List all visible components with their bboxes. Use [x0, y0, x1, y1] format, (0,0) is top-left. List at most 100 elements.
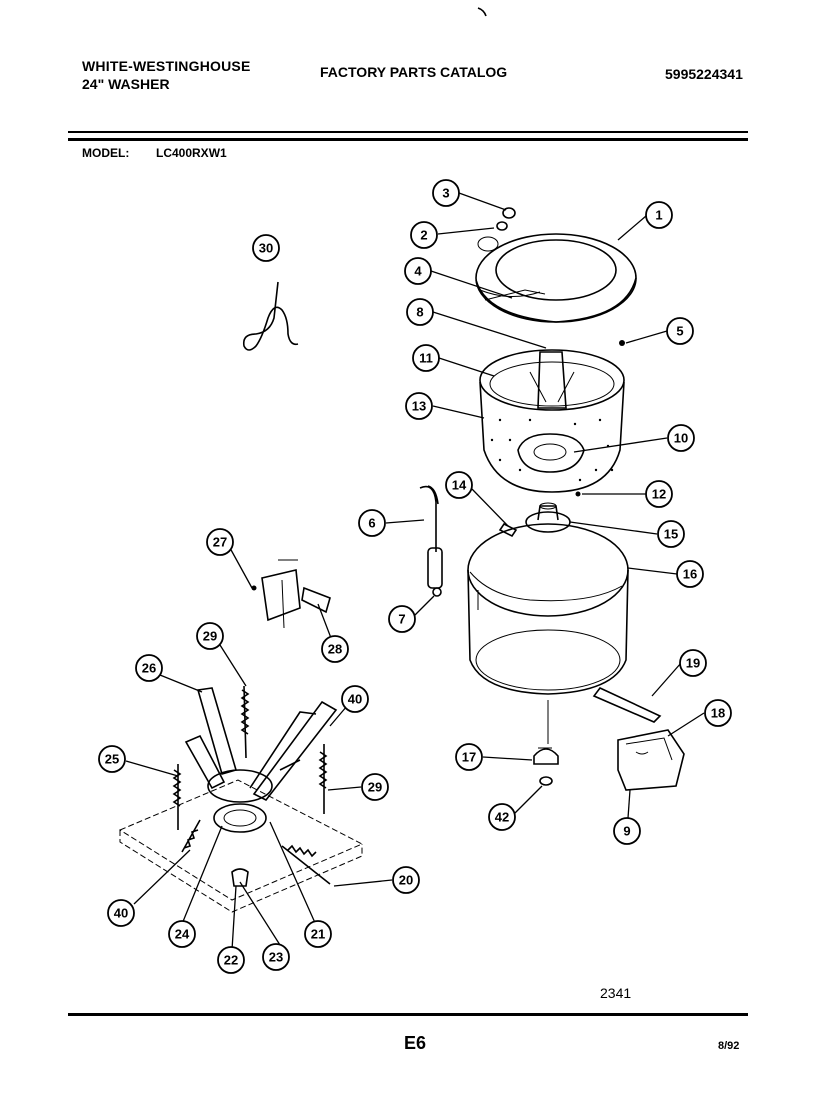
page-id: E6 [404, 1033, 427, 1053]
callout-30: 30 [252, 234, 280, 262]
callout-label: 10 [674, 431, 688, 446]
callout-40-right: 40 [341, 685, 369, 713]
callout-label: 11 [419, 351, 433, 366]
callout-8: 8 [406, 298, 434, 326]
callout-2: 2 [410, 221, 438, 249]
model-label: MODEL: [82, 146, 130, 160]
callout-11: 11 [412, 344, 440, 372]
callout-label: 42 [495, 810, 509, 825]
suspension-arms [184, 687, 338, 833]
callout-20: 20 [392, 866, 420, 894]
callout-label: 17 [462, 750, 476, 765]
callout-40-left: 40 [107, 899, 135, 927]
callout-label: 15 [664, 527, 678, 542]
callout-label: 24 [175, 927, 190, 942]
callout-label: 14 [452, 478, 467, 493]
callout-6: 6 [358, 509, 386, 537]
part-12-screw [575, 491, 581, 497]
part-42-washer [539, 776, 553, 786]
callout-5: 5 [666, 317, 694, 345]
callout-label: 9 [623, 824, 630, 839]
part-16-outer-tub [467, 523, 629, 695]
print-date: 8/92 [718, 1040, 740, 1052]
callout-17: 17 [455, 743, 483, 771]
callout-label: 21 [311, 927, 325, 942]
callout-label: 29 [368, 780, 382, 795]
callout-label: 1 [655, 208, 662, 223]
part-17-drive-cap [533, 747, 559, 765]
diagram-number: 2341 [600, 985, 632, 1001]
callout-7: 7 [388, 605, 416, 633]
callout-label: 12 [652, 487, 666, 502]
suspension-springs [172, 685, 331, 887]
model-value: LC400RXW1 [156, 146, 227, 160]
appliance-type: 24" WASHER [82, 76, 170, 92]
callout-label: 40 [114, 906, 128, 921]
part-9-18-housing [617, 729, 685, 791]
callout-label: 28 [328, 642, 342, 657]
part-5-clip [619, 340, 625, 346]
footer-rule [68, 1013, 748, 1016]
callout-label: 20 [399, 873, 413, 888]
callout-label: 13 [412, 399, 426, 414]
leader-lines [125, 192, 705, 951]
callout-label: 30 [259, 241, 273, 256]
callout-25: 25 [98, 745, 126, 773]
part-2-3-screws [496, 207, 516, 231]
callout-13: 13 [405, 392, 433, 420]
callout-28: 28 [321, 635, 349, 663]
callout-label: 22 [224, 953, 238, 968]
callout-21: 21 [304, 920, 332, 948]
callout-label: 40 [348, 692, 362, 707]
callout-19: 19 [679, 649, 707, 677]
callout-9: 9 [613, 817, 641, 845]
callout-15: 15 [657, 520, 685, 548]
callout-label: 4 [414, 264, 422, 279]
callout-23: 23 [262, 943, 290, 971]
callout-label: 2 [420, 228, 427, 243]
callout-1: 1 [645, 201, 673, 229]
part-19-bracket [592, 687, 662, 723]
callout-label: 7 [398, 612, 405, 627]
brand-name: WHITE-WESTINGHOUSE [82, 58, 251, 74]
callout-42: 42 [488, 803, 516, 831]
callout-label: 25 [105, 752, 119, 767]
callout-29-bottom: 29 [361, 773, 389, 801]
part-1-tub-cover [475, 233, 637, 323]
callout-27: 27 [206, 528, 234, 556]
callout-label: 23 [269, 950, 283, 965]
callout-label: 5 [676, 324, 683, 339]
callout-label: 18 [711, 706, 725, 721]
callout-label: 16 [683, 567, 697, 582]
callout-label: 27 [213, 535, 227, 550]
suspension-base-plate [118, 779, 364, 913]
callout-16: 16 [676, 560, 704, 588]
callout-4: 4 [404, 257, 432, 285]
callout-29-top: 29 [196, 622, 224, 650]
callout-label: 6 [368, 516, 375, 531]
header-rule-thin [68, 131, 748, 133]
callout-26: 26 [135, 654, 163, 682]
callout-label: 26 [142, 661, 156, 676]
callout-12: 12 [645, 480, 673, 508]
header-rule-thick [68, 138, 748, 141]
part-27-28-bracket [251, 559, 331, 629]
callout-10: 10 [667, 424, 695, 452]
callout-3: 3 [432, 179, 460, 207]
catalog-part-number: 5995224341 [665, 66, 743, 82]
callout-label: 29 [203, 629, 217, 644]
catalog-title: FACTORY PARTS CATALOG [320, 64, 508, 80]
part-6-hose [419, 485, 443, 597]
callout-label: 8 [416, 305, 423, 320]
callout-22: 22 [217, 946, 245, 974]
part-13-spin-basket [479, 349, 625, 493]
callout-18: 18 [704, 699, 732, 727]
registration-mark [477, 7, 487, 17]
part-30-wire-hanger [242, 281, 299, 351]
callout-label: 19 [686, 656, 700, 671]
callout-24: 24 [168, 920, 196, 948]
part-15-hub [525, 502, 571, 533]
callout-14: 14 [445, 471, 473, 499]
callout-label: 3 [442, 186, 449, 201]
